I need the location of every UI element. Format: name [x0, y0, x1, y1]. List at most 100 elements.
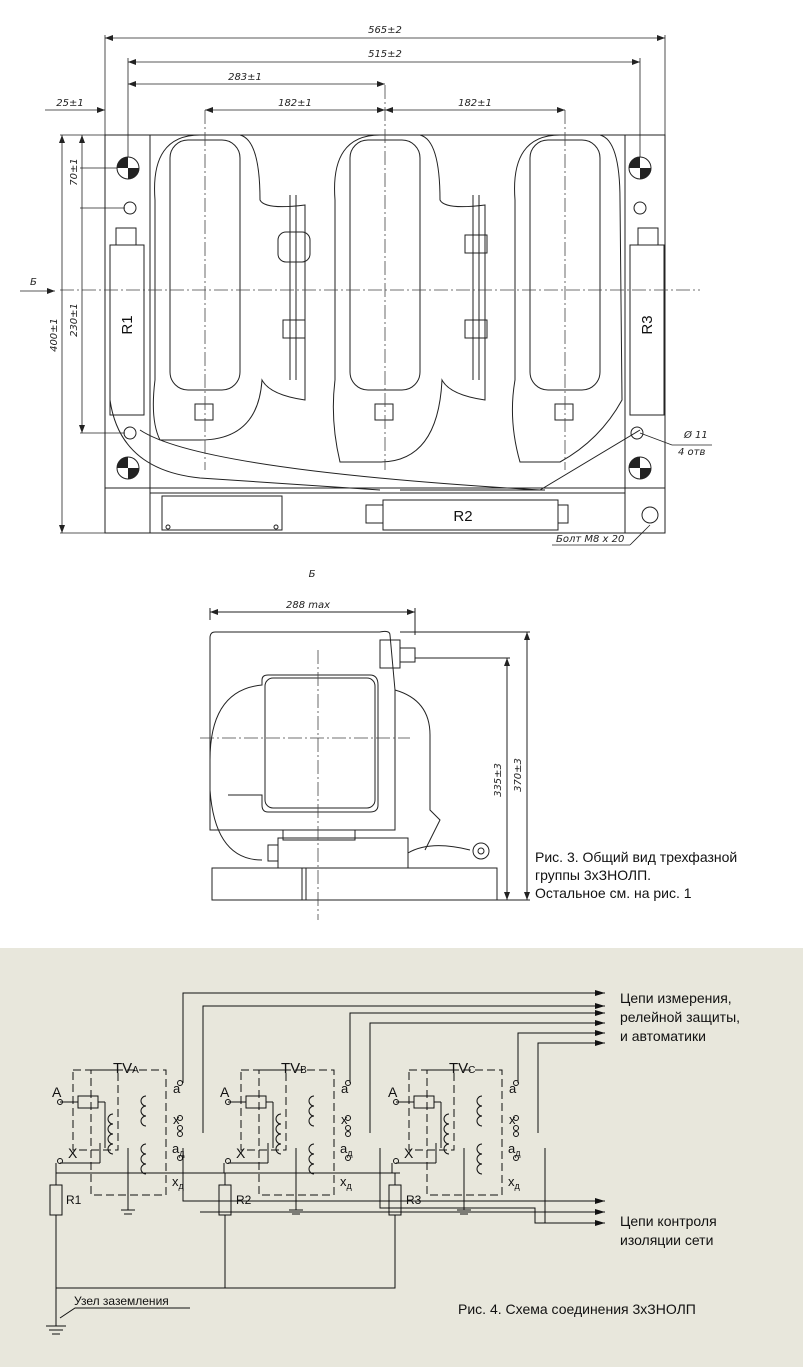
output-measure-line-3: и автоматики: [620, 1028, 706, 1044]
winding-coil: [275, 1113, 282, 1155]
subscript-d: д: [347, 1181, 353, 1191]
dim-h1: 335±3: [493, 763, 504, 797]
winding-coil: [476, 1095, 483, 1127]
dim-center: 283±1: [228, 72, 262, 83]
terminal-node: [345, 1080, 351, 1086]
transformer-label: TVA: [113, 1060, 139, 1077]
transformer-label: TVC: [449, 1060, 475, 1077]
terminal-label-x-primary: X: [68, 1145, 78, 1161]
dim-width: 288 max: [286, 600, 330, 611]
terminal-node: [57, 1099, 63, 1105]
dim-holes: 515±2: [368, 49, 402, 60]
enclosure-dashed: [408, 1069, 455, 1151]
terminal-node: [513, 1080, 519, 1086]
label-r3: R3: [406, 1193, 422, 1207]
terminal-node: [345, 1131, 351, 1137]
terminal-node: [57, 1158, 63, 1164]
winding-coil: [107, 1113, 114, 1155]
dim-h2: 370±3: [513, 758, 524, 792]
label-r3: R3: [639, 315, 656, 334]
winding-coil: [140, 1143, 147, 1175]
figure-3-caption-line: Рис. 3. Общий вид трехфазной: [535, 849, 738, 865]
terminal-label-x-primary: X: [404, 1145, 414, 1161]
enclosure-dashed: [72, 1069, 119, 1151]
winding-coil: [308, 1143, 315, 1175]
hole-diameter: Ø 11: [683, 429, 708, 441]
terminal-node: [513, 1125, 519, 1131]
output-insulation-line-2: изоляции сети: [620, 1232, 713, 1248]
hole-count: 4 отв: [678, 447, 705, 458]
terminal-node: [345, 1115, 351, 1121]
terminal-node: [513, 1131, 519, 1137]
bolt-label: Болт М8 х 20: [556, 534, 624, 545]
enclosure-dashed: [426, 1069, 503, 1196]
winding-coil: [140, 1095, 147, 1127]
subscript-d: д: [515, 1181, 521, 1191]
terminal-label-a-primary: A: [388, 1084, 398, 1100]
winding-coil: [308, 1095, 315, 1127]
terminal-label-a: a: [341, 1081, 349, 1096]
subscript-d: д: [179, 1148, 185, 1158]
output-insulation-line-1: Цепи контроля: [620, 1213, 717, 1229]
terminal-node: [177, 1155, 183, 1161]
dim-hole-top: 70±1: [69, 158, 80, 185]
terminal-node: [513, 1155, 519, 1161]
transformer-body-a: [152, 134, 306, 441]
terminal-label-x-primary: X: [236, 1145, 246, 1161]
ground-node-label: Узел заземления: [74, 1294, 169, 1308]
winding-coil: [443, 1113, 450, 1155]
terminal-node: [225, 1099, 231, 1105]
transformer-label: TVB: [281, 1060, 307, 1077]
transformer-body-b: [332, 134, 486, 463]
side-view-drawing: Б 288 max 335±3 370±3: [200, 569, 530, 920]
nameplate: [161, 495, 283, 531]
figure-3-caption-line: Остальное см. на рис. 1: [535, 885, 692, 901]
label-r2: R2: [236, 1193, 252, 1207]
terminal-label-x: x: [341, 1112, 348, 1127]
terminal-label-a-primary: A: [220, 1084, 230, 1100]
terminal-label-a: a: [173, 1081, 181, 1096]
winding-coil: [476, 1143, 483, 1175]
transformer-phase-subscript: B: [300, 1065, 307, 1076]
terminal-node: [345, 1155, 351, 1161]
terminal-node: [345, 1125, 351, 1131]
dim-height-total: 400±1: [49, 318, 60, 352]
terminal-node: [225, 1158, 231, 1164]
figure-4-caption: Рис. 4. Схема соединения 3хЗНОЛП: [458, 1301, 696, 1317]
output-measure-line-1: Цепи измерения,: [620, 990, 732, 1006]
transformer-phase-subscript: C: [468, 1065, 475, 1076]
subscript-d: д: [347, 1148, 353, 1158]
transformer-phase-subscript: A: [132, 1065, 139, 1076]
dim-overall: 565±2: [368, 25, 402, 36]
dim-edge: 25±1: [56, 98, 83, 109]
terminal-label-x: x: [173, 1112, 180, 1127]
terminal-label-x: x: [509, 1112, 516, 1127]
terminal-node: [393, 1099, 399, 1105]
terminal-node: [177, 1115, 183, 1121]
terminal-node: [177, 1080, 183, 1086]
terminal-node: [177, 1131, 183, 1137]
transformer-body-c: [511, 134, 623, 463]
label-r1: R1: [119, 315, 136, 334]
enclosure-dashed: [90, 1069, 167, 1196]
terminal-label-a: a: [509, 1081, 517, 1096]
label-r2: R2: [453, 508, 472, 525]
side-view-title: Б: [309, 569, 316, 580]
label-r1: R1: [66, 1193, 82, 1207]
terminal-label-a-primary: A: [52, 1084, 62, 1100]
diagram-background: [0, 948, 803, 1367]
terminal-node: [393, 1158, 399, 1164]
subscript-d: д: [179, 1181, 185, 1191]
enclosure-dashed: [258, 1069, 335, 1196]
top-view-drawing: 565±2 515±2 283±1 182±1 182±1 25±1 70±1 …: [20, 25, 712, 546]
section-mark: Б: [30, 277, 37, 288]
output-measure-line-2: релейной защиты,: [620, 1009, 740, 1025]
terminal-node: [513, 1115, 519, 1121]
dim-pitch-right: 182±1: [458, 98, 492, 109]
dim-pitch-left: 182±1: [278, 98, 312, 109]
figure-3-caption: Рис. 3. Общий вид трехфазной группы 3хЗН…: [535, 848, 737, 902]
